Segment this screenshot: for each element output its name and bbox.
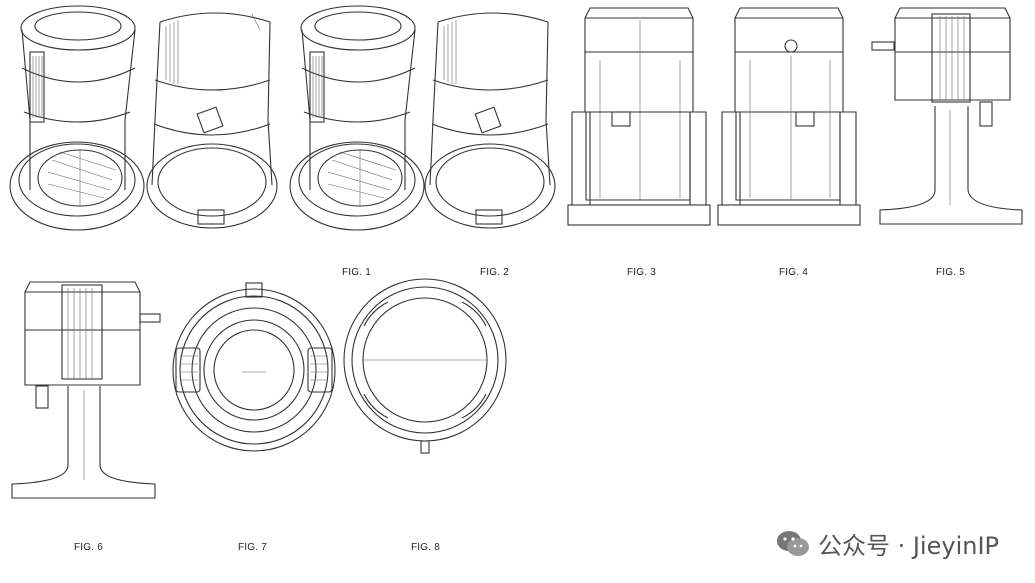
- perspective-view-rear-right-shaded: [424, 12, 556, 229]
- perspective-view-front-left-shaded: [289, 5, 425, 231]
- figure-caption-fig6: FIG. 6: [74, 542, 103, 553]
- wechat-icon: [776, 530, 809, 556]
- figure-caption-fig3: FIG. 3: [627, 267, 656, 278]
- figure-caption-fig2: FIG. 2: [480, 267, 509, 278]
- figure-caption-fig1: FIG. 1: [342, 267, 371, 278]
- side-elevation-view-right: [871, 7, 1023, 225]
- perspective-view-rear-right: [146, 12, 278, 229]
- watermark-text: 公众号 · JieyinIP: [817, 532, 999, 560]
- bottom-plan-view: [343, 278, 507, 454]
- rear-elevation-view: [717, 7, 861, 226]
- figure-caption-fig7: FIG. 7: [238, 542, 267, 553]
- watermark: 公众号 · JieyinIP: [776, 526, 999, 561]
- figure-caption-fig5: FIG. 5: [936, 267, 965, 278]
- perspective-view-front-left: [9, 5, 145, 231]
- figure-caption-fig4: FIG. 4: [779, 267, 808, 278]
- front-elevation-view: [567, 7, 711, 226]
- side-elevation-view-left: [11, 281, 161, 499]
- figure-caption-fig8: FIG. 8: [411, 542, 440, 553]
- top-plan-view: [172, 282, 336, 452]
